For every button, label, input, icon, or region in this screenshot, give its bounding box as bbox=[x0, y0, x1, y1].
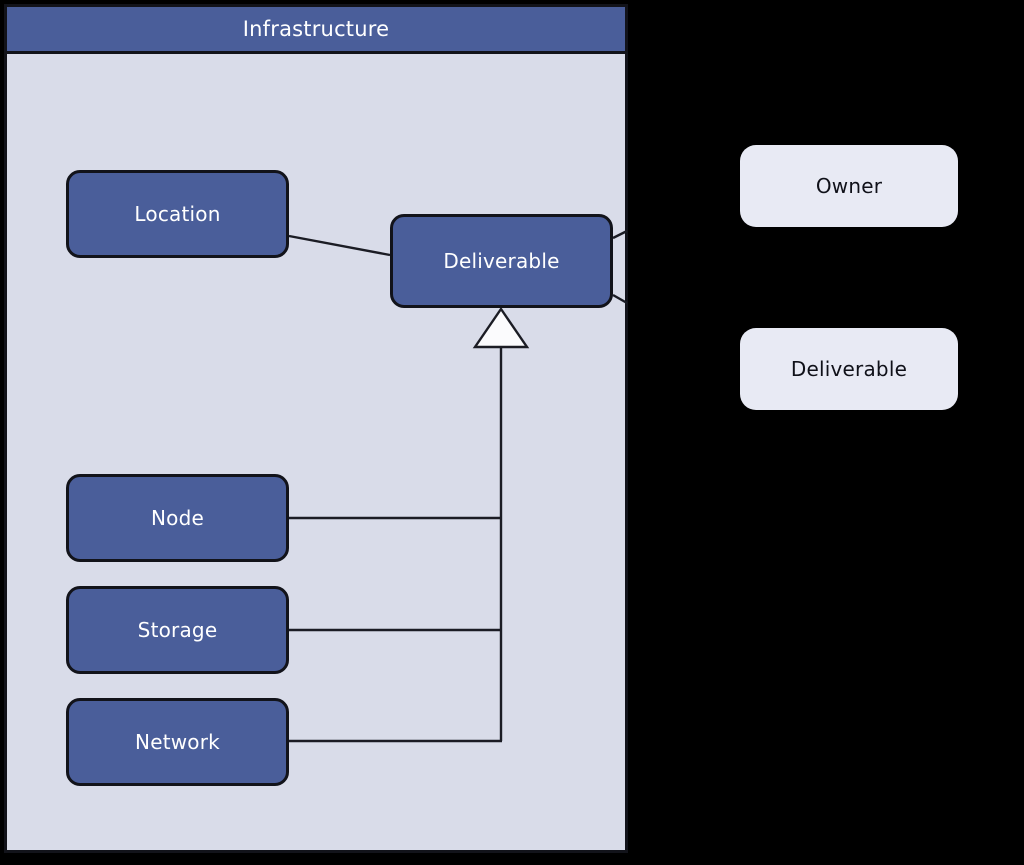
container-title: Infrastructure bbox=[242, 16, 390, 41]
class-node-storage-label: Storage bbox=[137, 618, 218, 642]
chip-owner[interactable]: Owner bbox=[740, 145, 958, 227]
class-node-deliverable[interactable]: Deliverable bbox=[390, 214, 613, 308]
class-node-storage[interactable]: Storage bbox=[66, 586, 289, 674]
chip-owner-label: Owner bbox=[815, 174, 883, 198]
class-node-location[interactable]: Location bbox=[66, 170, 289, 258]
class-node-node[interactable]: Node bbox=[66, 474, 289, 562]
class-node-node-label: Node bbox=[151, 506, 204, 530]
chip-deliverable[interactable]: Deliverable bbox=[740, 328, 958, 410]
class-node-network-label: Network bbox=[135, 730, 220, 754]
class-node-network[interactable]: Network bbox=[66, 698, 289, 786]
class-node-deliverable-label: Deliverable bbox=[443, 249, 560, 273]
container-header: Infrastructure bbox=[7, 7, 625, 54]
chip-deliverable-label: Deliverable bbox=[790, 357, 908, 381]
class-node-location-label: Location bbox=[134, 202, 221, 226]
